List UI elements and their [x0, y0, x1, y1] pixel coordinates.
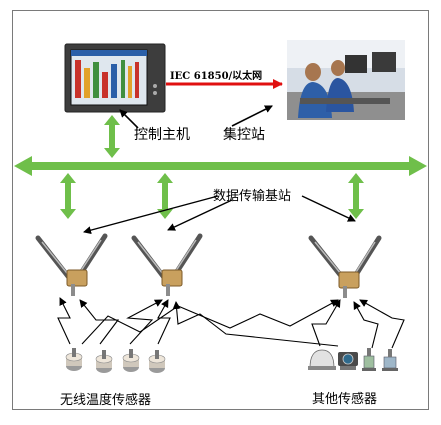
probe-sensor-icon	[382, 349, 398, 371]
control-center-photo	[287, 40, 405, 120]
base-station-antenna-1	[35, 233, 108, 296]
bus-link-base-1	[60, 173, 76, 219]
control-center-label: 集控站	[223, 127, 265, 143]
other-sensors-label: 其他传感器	[312, 392, 378, 407]
wireless-temperature-sensors-label: 无线温度传感器	[60, 393, 152, 408]
control-center-pointer	[231, 105, 273, 127]
temperature-sensor-icon	[65, 348, 83, 371]
base-station-pointer-2	[167, 199, 233, 231]
wireless-temperature-sensor-icons	[65, 348, 166, 373]
temperature-sensor-icon	[95, 350, 113, 373]
wireless-signal-arrows	[57, 297, 405, 349]
control-host-monitor	[64, 43, 166, 113]
base-station-label: 数据传输基站	[213, 189, 292, 204]
protocol-label: IEC 61850/以太网	[170, 71, 263, 82]
bus-link-base-3	[348, 173, 364, 219]
temperature-sensor-icon	[148, 350, 166, 373]
probe-sensor-icon	[362, 348, 376, 371]
bus-link-base-2	[157, 173, 173, 219]
base-station-pointer-1	[83, 195, 219, 235]
control-host-pointer	[119, 109, 139, 129]
network-bus	[14, 156, 427, 176]
control-host-label: 控制主机	[134, 127, 190, 143]
base-station-antenna-2	[131, 233, 203, 296]
base-station-antenna-3	[308, 235, 382, 298]
monitor-screen-bars	[75, 60, 139, 98]
diagram-frame	[12, 10, 429, 410]
base-station-pointer-3	[301, 195, 356, 222]
temperature-sensor-icon	[122, 349, 140, 372]
other-sensor-icons	[308, 348, 398, 371]
bus-link-host	[104, 115, 120, 158]
dome-sensor-icon	[308, 349, 336, 370]
camera-sensor-icon	[338, 352, 358, 370]
